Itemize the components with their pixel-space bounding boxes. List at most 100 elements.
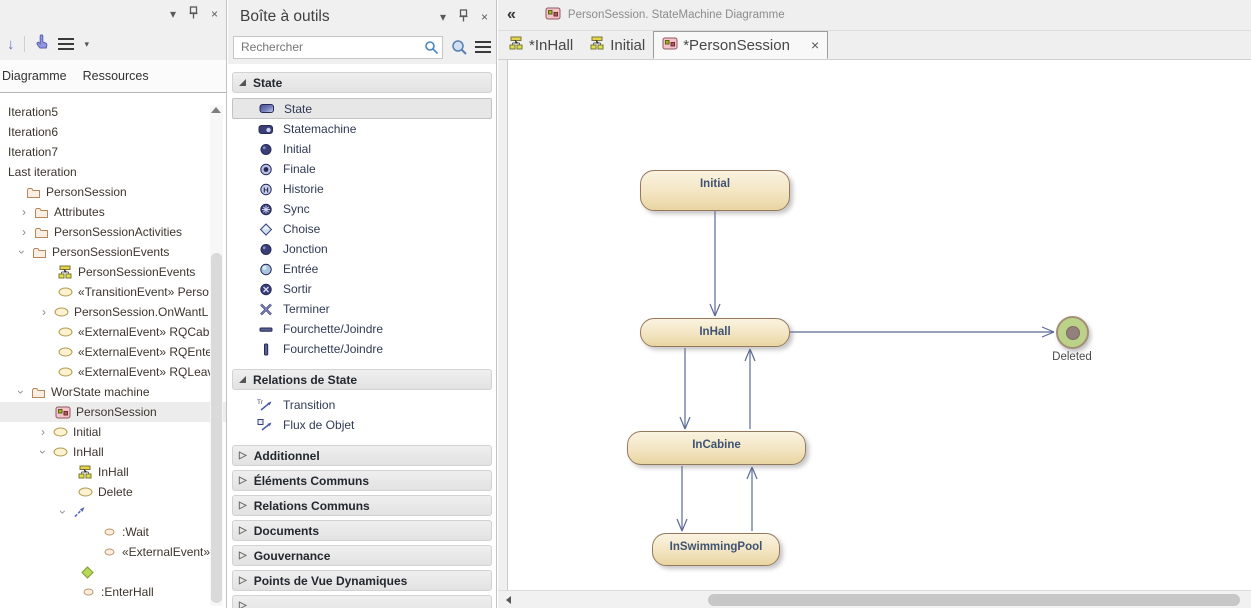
toolbox-item[interactable]: Choise: [232, 219, 492, 239]
expand-arrow-icon[interactable]: ›: [56, 510, 70, 514]
scroll-left-icon[interactable]: [506, 596, 511, 604]
expand-arrow-icon[interactable]: ›: [41, 425, 45, 439]
state-node[interactable]: Initial: [640, 170, 790, 211]
toolbox-item[interactable]: Entrée: [232, 259, 492, 279]
toolbox-section-header[interactable]: Relations de State: [232, 369, 492, 390]
menu-dropdown-icon[interactable]: ▾: [84, 38, 90, 49]
tree-item[interactable]: Iteration6: [0, 122, 226, 142]
toolbox-section-header[interactable]: ▷Gouvernance: [232, 545, 492, 566]
scroll-up-icon[interactable]: [211, 107, 221, 113]
tree-item[interactable]: «ExternalEvent» RQLeav: [0, 362, 226, 382]
tree-item[interactable]: ›InHall: [0, 442, 226, 462]
expand-arrow-icon[interactable]: ›: [22, 205, 26, 219]
transition-arrow[interactable]: [744, 348, 756, 429]
toolbox-item[interactable]: Fourchette/Joindre: [232, 319, 492, 339]
tree-item[interactable]: «TransitionEvent» Perso: [0, 282, 226, 302]
tree-item[interactable]: :EnterHall: [0, 582, 226, 602]
toolbox-section-header[interactable]: ▷Éléments Communs: [232, 470, 492, 491]
state-node[interactable]: InCabine: [627, 431, 806, 465]
close-tab-icon[interactable]: ×: [810, 37, 820, 53]
final-state-node[interactable]: [1056, 316, 1089, 349]
expand-arrow-icon[interactable]: ›: [42, 305, 46, 319]
toolbox-section-header[interactable]: ▷Documents: [232, 520, 492, 541]
tree-item[interactable]: ›WorState machine: [0, 382, 226, 402]
tree-item[interactable]: «ExternalEvent» RQCabi: [0, 322, 226, 342]
pin-icon[interactable]: [459, 9, 468, 25]
tree-item[interactable]: ›PersonSessionEvents: [0, 242, 226, 262]
transition-arrow[interactable]: [676, 466, 688, 532]
toolbox-item[interactable]: Terminer: [232, 299, 492, 319]
section-label: Additionnel: [253, 448, 320, 463]
expand-arrow-icon[interactable]: ›: [36, 450, 50, 454]
tree-item[interactable]: Delete: [0, 482, 226, 502]
toolbox-item[interactable]: Sortir: [232, 279, 492, 299]
toolbox-section-header[interactable]: ▷: [232, 595, 492, 608]
close-icon[interactable]: ×: [480, 10, 488, 24]
section-collapsed-icon: ▷: [239, 450, 247, 461]
toolbox-item[interactable]: Fourchette/Joindre: [232, 339, 492, 359]
tree-item[interactable]: ›PersonSession.OnWantL: [0, 302, 226, 322]
toolbox-menu-button[interactable]: [475, 38, 491, 56]
tree-scrollbar[interactable]: [210, 105, 223, 606]
tree-item[interactable]: Iteration7: [0, 142, 226, 162]
toolbox-section-header[interactable]: State: [232, 72, 492, 93]
tree-item[interactable]: :Wait: [0, 522, 226, 542]
tree-item[interactable]: PersonSession: [0, 402, 226, 422]
tree-item[interactable]: Iteration5: [0, 102, 226, 122]
toolbox-item[interactable]: Sync: [232, 199, 492, 219]
tree-item[interactable]: PersonSession: [0, 182, 226, 202]
panel-tab-diagramme[interactable]: Diagramme: [2, 69, 67, 83]
tree-item[interactable]: PersonSessionEvents: [0, 262, 226, 282]
tree-item[interactable]: ›PersonSessionActivities: [0, 222, 226, 242]
transition-arrow[interactable]: [679, 348, 691, 430]
transition-arrow[interactable]: [746, 466, 758, 531]
toolbox-item[interactable]: Statemachine: [232, 119, 492, 139]
state-node[interactable]: InHall: [640, 318, 790, 347]
hand-pointer-button[interactable]: [34, 33, 49, 55]
tree-item[interactable]: Last iteration: [0, 162, 226, 182]
toolbox-title: Boîte à outils: [240, 8, 330, 25]
transitions-layer: [676, 211, 1055, 532]
tree-item[interactable]: «ExternalEvent» RQEnter: [0, 342, 226, 362]
tree-item[interactable]: ›: [0, 502, 226, 522]
tree-item[interactable]: [0, 562, 226, 582]
diagram-tab[interactable]: *InHall: [500, 31, 581, 59]
tree-item[interactable]: ›Initial: [0, 422, 226, 442]
toolbox-item[interactable]: Flux de Objet: [232, 415, 492, 435]
search-input[interactable]: [233, 35, 443, 59]
menu-button[interactable]: [57, 35, 74, 53]
diagram-tab[interactable]: Initial: [581, 31, 653, 59]
toolbox-item[interactable]: Jonction: [232, 239, 492, 259]
diagram-tab[interactable]: *PersonSession×: [653, 31, 829, 59]
expand-arrow-icon[interactable]: ›: [15, 250, 29, 254]
transition-arrow[interactable]: [709, 211, 721, 317]
hscrollbar-thumb[interactable]: [708, 594, 1240, 606]
pin-icon[interactable]: [189, 6, 198, 22]
tree-item[interactable]: InHall: [0, 462, 226, 482]
expand-arrow-icon[interactable]: ›: [22, 225, 26, 239]
panel-dropdown-icon[interactable]: ▾: [169, 7, 176, 21]
tree-scrollbar-thumb[interactable]: [211, 253, 222, 603]
navigate-down-button[interactable]: ↓: [7, 35, 15, 53]
tree-item[interactable]: «ExternalEvent»: [0, 542, 226, 562]
state-node[interactable]: InSwimmingPool: [652, 533, 780, 566]
toolbox-section-header[interactable]: ▷ Additionnel: [232, 445, 492, 466]
toolbox-section-header[interactable]: ▷Relations Communs: [232, 495, 492, 516]
advanced-search-button[interactable]: [448, 39, 470, 56]
project-browser-toolbar: ↓ ▾: [0, 28, 226, 60]
diagram-hscrollbar[interactable]: [498, 590, 1251, 608]
toolbox-item[interactable]: Finale: [232, 159, 492, 179]
toolbox-item[interactable]: Initial: [232, 139, 492, 159]
toolbox-section-header[interactable]: ▷Points de Vue Dynamiques: [232, 570, 492, 591]
tree-item[interactable]: ›Attributes: [0, 202, 226, 222]
toolbox-item[interactable]: State: [232, 98, 492, 119]
collapse-left-icon[interactable]: «: [507, 6, 516, 23]
close-icon[interactable]: ×: [210, 7, 218, 21]
transition-arrow[interactable]: [790, 326, 1055, 338]
expand-arrow-icon[interactable]: ›: [14, 390, 28, 394]
panel-dropdown-icon[interactable]: ▾: [439, 10, 446, 24]
panel-tab-ressources[interactable]: Ressources: [82, 69, 149, 83]
